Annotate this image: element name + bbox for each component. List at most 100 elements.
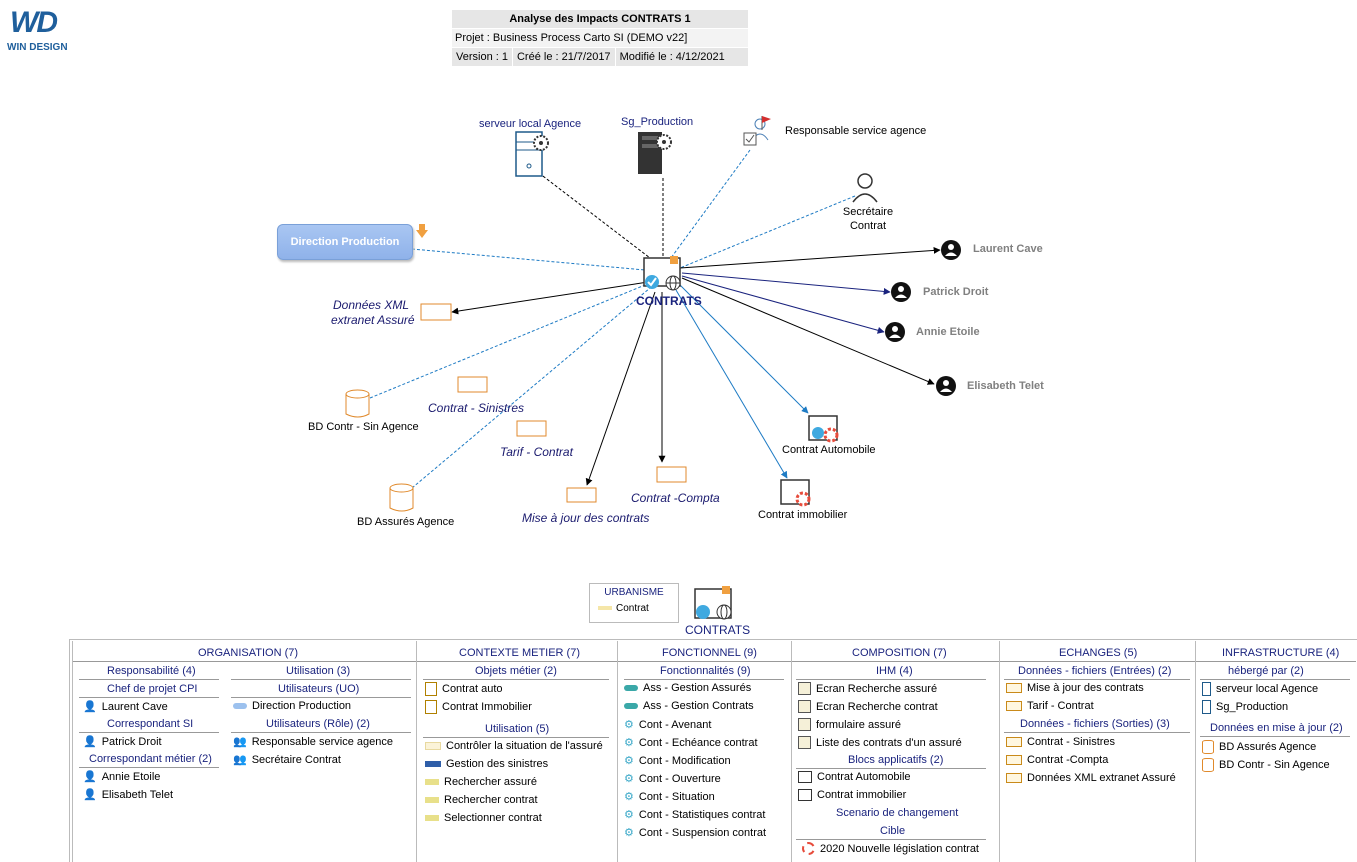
legend-box: URBANISME Contrat: [589, 583, 679, 623]
org-elisabeth[interactable]: 👤Elisabeth Telet: [83, 788, 174, 802]
entree-item-1[interactable]: Tarif - Contrat: [1006, 700, 1094, 712]
link-resp-service: [667, 149, 751, 263]
label-elisabeth[interactable]: Elisabeth Telet: [967, 380, 1044, 392]
label-contrat-auto[interactable]: Contrat Automobile: [782, 444, 876, 456]
flow-contrat-compta-icon: [656, 466, 687, 483]
infra-db-1[interactable]: BD Contr - Sin Agence: [1202, 758, 1330, 772]
fonct-item-6[interactable]: ⚙Cont - Situation: [624, 790, 715, 804]
sortie-item-2[interactable]: Données XML extranet Assuré: [1006, 772, 1176, 784]
label-donnees-xml-1[interactable]: Données XML: [333, 298, 410, 312]
sorties-title: Données - fichiers (Sorties) (3): [1020, 718, 1170, 730]
sortie-item-0[interactable]: Contrat - Sinistres: [1006, 736, 1115, 748]
windesign-logo: WD WIN DESIGN: [4, 6, 74, 56]
ihm-item-0[interactable]: Ecran Recherche assuré: [798, 682, 937, 695]
entree-item-0[interactable]: Mise à jour des contrats: [1006, 682, 1144, 694]
server-icon: [1202, 700, 1211, 714]
label-contrat-sinistres[interactable]: Contrat - Sinistres: [428, 401, 525, 415]
ihm-item-1[interactable]: Ecran Recherche contrat: [798, 700, 938, 713]
label-center-contrats[interactable]: CONTRATS: [636, 294, 702, 308]
label-laurent[interactable]: Laurent Cave: [973, 243, 1043, 255]
activity-icon: [425, 815, 439, 821]
objets-title: Objets métier (2): [475, 665, 557, 677]
label-sg-production[interactable]: Sg_Production: [621, 116, 694, 128]
server-tower-icon: [638, 132, 672, 174]
label-donnees-xml-2[interactable]: extranet Assuré: [331, 313, 415, 327]
role-icon: 👥: [233, 736, 247, 748]
org-laurent[interactable]: 👤Laurent Cave: [83, 700, 168, 714]
infra-server-0[interactable]: serveur local Agence: [1202, 682, 1318, 696]
legend-contrats-icon: [694, 586, 732, 620]
app-block-icon: [798, 789, 812, 801]
ctx-u5[interactable]: Selectionner contrat: [425, 812, 542, 824]
role-icon: 👥: [233, 754, 247, 766]
label-bd-assures[interactable]: BD Assurés Agence: [357, 516, 455, 528]
org-annie[interactable]: 👤Annie Etoile: [83, 770, 161, 784]
label-annie[interactable]: Annie Etoile: [916, 326, 980, 338]
direction-production-node[interactable]: Direction Production: [277, 224, 413, 260]
org-resp-agence[interactable]: 👥Responsable service agence: [233, 735, 393, 749]
col-infrastructure: INFRASTRUCTURE (4) hébergé par (2) serve…: [1195, 641, 1356, 862]
fonct-item-1[interactable]: Ass - Gestion Contrats: [624, 700, 754, 712]
ihm-item-2[interactable]: formulaire assuré: [798, 718, 901, 731]
report-header: Analyse des Impacts CONTRATS 1 Projet : …: [452, 10, 748, 66]
actor-patrick-icon: [891, 282, 911, 302]
bloc-item-1[interactable]: Contrat immobilier: [798, 789, 906, 801]
infra-server-1[interactable]: Sg_Production: [1202, 700, 1288, 714]
sortie-item-1[interactable]: Contrat -Compta: [1006, 754, 1108, 766]
person-icon: 👤: [83, 771, 97, 783]
label-mise-a-jour[interactable]: Mise à jour des contrats: [522, 511, 650, 525]
actor-elisabeth-icon: [936, 376, 956, 396]
corr-si-title: Correspondant SI: [107, 718, 194, 730]
ctx-u2[interactable]: Gestion des sinistres: [425, 758, 548, 770]
fonct-item-3[interactable]: ⚙Cont - Echéance contrat: [624, 736, 758, 750]
label-resp-service[interactable]: Responsable service agence: [785, 125, 927, 137]
label-patrick[interactable]: Patrick Droit: [923, 286, 989, 298]
ctx-u4[interactable]: Rechercher contrat: [425, 794, 538, 806]
label-server-local[interactable]: serveur local Agence: [479, 118, 582, 130]
activity-icon: [425, 779, 439, 785]
gear-icon: ⚙: [624, 719, 634, 731]
down-arrow-icon: [416, 224, 428, 238]
label-bd-contr[interactable]: BD Contr - Sin Agence: [308, 421, 419, 433]
label-secretaire[interactable]: Secrétaire Contrat: [842, 206, 894, 232]
report-meta: Version : 1 Créé le : 21/7/2017 Modifié …: [452, 48, 748, 66]
person-outline-icon: [852, 173, 878, 203]
ctx-u3[interactable]: Rechercher assuré: [425, 776, 537, 788]
impact-diagram: [345, 116, 961, 620]
link-contrat-immo: [675, 289, 788, 479]
modified-label: Modifié le : 4/12/2021: [619, 51, 725, 63]
ihm-item-3[interactable]: Liste des contrats d'un assuré: [798, 736, 962, 749]
label-tarif-contrat[interactable]: Tarif - Contrat: [500, 445, 573, 459]
cible-item[interactable]: 2020 Nouvelle législation contrat: [802, 842, 979, 855]
fonct-item-8[interactable]: ⚙Cont - Suspension contrat: [624, 826, 767, 840]
ctx-o2[interactable]: Contrat Immobilier: [425, 700, 532, 714]
ctx-u1[interactable]: Contrôler la situation de l'assuré: [425, 740, 603, 752]
legend-item: Contrat: [598, 603, 678, 614]
fonct-item-7[interactable]: ⚙Cont - Statistiques contrat: [624, 808, 766, 822]
fonct-item-5[interactable]: ⚙Cont - Ouverture: [624, 772, 721, 786]
bloc-item-0[interactable]: Contrat Automobile: [798, 771, 911, 783]
database-icon: [1202, 740, 1214, 754]
org-patrick[interactable]: 👤Patrick Droit: [83, 735, 162, 749]
link-contrat-auto: [679, 284, 809, 414]
org-secretaire[interactable]: 👥Secrétaire Contrat: [233, 753, 341, 767]
label-contrat-immo[interactable]: Contrat immobilier: [758, 509, 848, 521]
scenario-title: Scenario de changement: [836, 807, 959, 819]
actor-annie-icon: [885, 322, 905, 342]
link-elisabeth: [681, 277, 935, 385]
fonct-item-0[interactable]: Ass - Gestion Assurés: [624, 682, 751, 694]
fonct-item-2[interactable]: ⚙Cont - Avenant: [624, 718, 712, 732]
function-pill-icon: [624, 685, 638, 691]
gear-icon: ⚙: [624, 791, 634, 803]
resp-title: Responsabilité (4): [107, 665, 196, 677]
legend-swatch-icon: [598, 606, 612, 611]
org-dirprod[interactable]: Direction Production: [233, 700, 351, 712]
created-label: Créé le : 21/7/2017: [513, 48, 616, 66]
server-icon: [515, 131, 549, 177]
contexte-title: CONTEXTE METIER (7): [459, 647, 581, 659]
ctx-o1[interactable]: Contrat auto: [425, 682, 503, 696]
fonct-item-4[interactable]: ⚙Cont - Modification: [624, 754, 731, 768]
label-contrat-compta[interactable]: Contrat -Compta: [631, 491, 720, 505]
infra-db-0[interactable]: BD Assurés Agence: [1202, 740, 1316, 754]
flow-donnees-xml-icon: [420, 303, 452, 321]
